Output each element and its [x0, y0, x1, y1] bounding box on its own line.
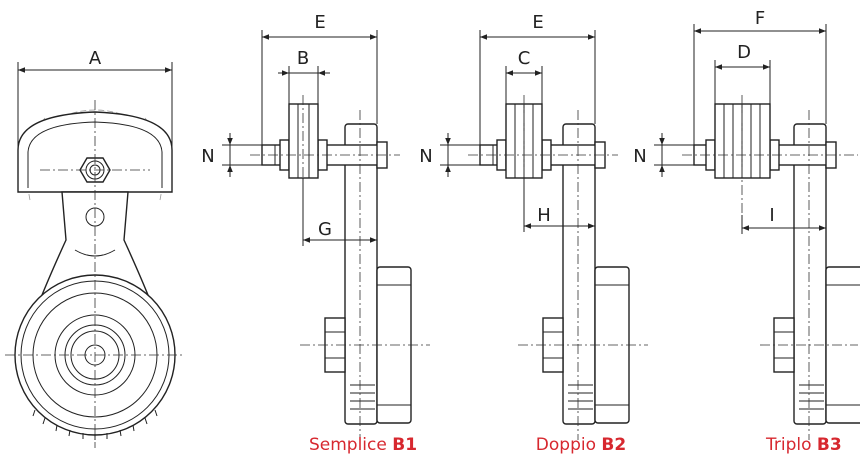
dim-label-n-b1: N [201, 146, 214, 167]
side-view-b2: E C H N [419, 12, 648, 440]
side-view-b1: E B G N [201, 12, 430, 440]
side-view-b3: F D I N [633, 8, 860, 440]
dim-label-c: C [518, 48, 531, 69]
dim-label-b: B [297, 48, 309, 69]
caption-b2-text: Doppio [536, 435, 602, 455]
caption-b1-code: B1 [392, 435, 417, 455]
caption-b1-text: Semplice [309, 435, 392, 455]
dim-label-g: G [318, 219, 332, 240]
dim-label-a: A [89, 48, 102, 69]
dim-label-e-b1: E [314, 12, 325, 33]
caption-b3: Triplo B3 [765, 435, 842, 455]
caption-b2-code: B2 [601, 435, 626, 455]
caption-b3-text: Triplo [765, 435, 817, 455]
dim-label-e-b2: E [532, 12, 543, 33]
dim-label-d: D [737, 42, 751, 63]
tensioner-head [17, 111, 173, 193]
sprocket-single [288, 103, 319, 179]
dim-label-f: F [755, 8, 765, 29]
dim-label-h: H [537, 205, 551, 226]
caption-b3-code: B3 [817, 435, 842, 455]
caption-b2: Doppio B2 [536, 435, 626, 455]
dim-label-n-b2: N [419, 146, 432, 167]
caption-b1: Semplice B1 [309, 435, 417, 455]
front-view: A [5, 48, 185, 448]
dim-label-n-b3: N [633, 146, 646, 167]
dim-label-i: I [769, 205, 774, 226]
